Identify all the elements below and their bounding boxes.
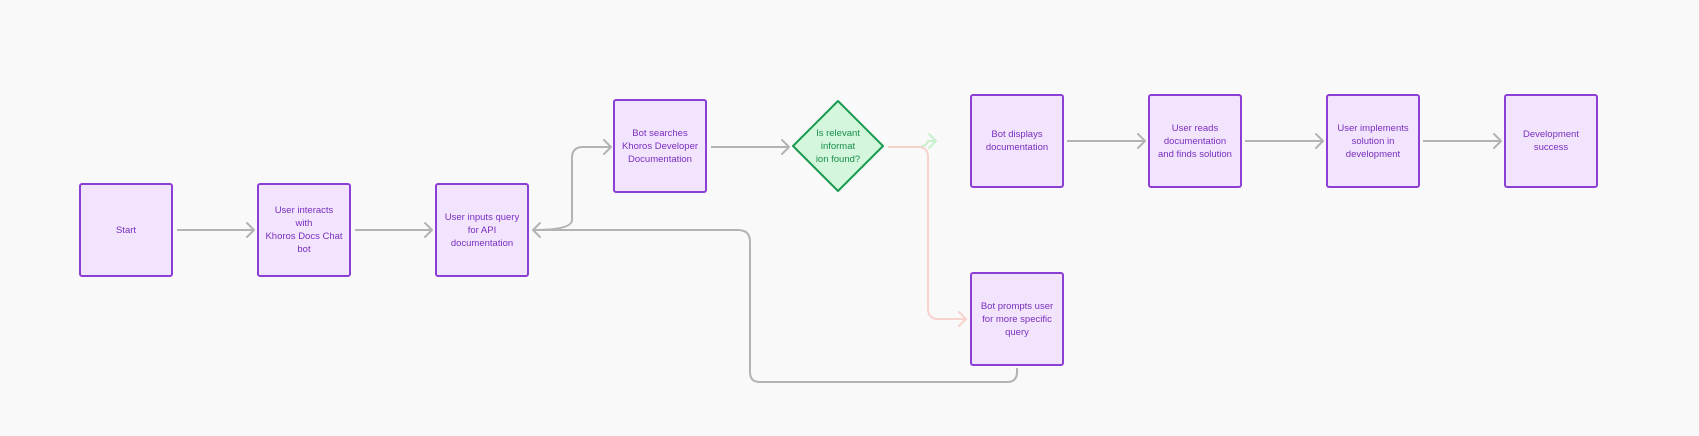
node-label: User inputs query for API documentation xyxy=(444,211,520,249)
arrowhead-input-to-search xyxy=(603,139,612,155)
arrowhead-prompt-to-input xyxy=(532,222,541,238)
arrowhead-start-to-interact xyxy=(246,222,255,238)
decision-diamond xyxy=(792,100,884,192)
arrowhead-search-to-decision xyxy=(781,139,790,155)
node-label: Development success xyxy=(1523,129,1579,153)
node-user-inputs-query[interactable]: User inputs query for API documentation xyxy=(435,183,529,277)
node-development-success[interactable]: Development success xyxy=(1504,94,1598,188)
arrowhead-interact-to-input xyxy=(424,222,433,238)
node-bot-searches[interactable]: Bot searches Khoros Developer Documentat… xyxy=(613,99,707,193)
node-user-interacts[interactable]: User interacts with Khoros Docs Chat bot xyxy=(257,183,351,277)
arrowhead-decision-to-prompt xyxy=(958,311,967,327)
node-label: Bot searches Khoros Developer Documentat… xyxy=(621,127,699,165)
node-user-implements[interactable]: User implements solution in development xyxy=(1326,94,1420,188)
node-label: Is relevant informat ion found? xyxy=(815,127,861,165)
node-bot-prompts[interactable]: Bot prompts user for more specific query xyxy=(970,272,1064,366)
node-start[interactable]: Start xyxy=(79,183,173,277)
node-label: User interacts with Khoros Docs Chat bot xyxy=(265,205,343,255)
node-label: User reads documentation and finds solut… xyxy=(1158,122,1232,160)
node-label: Bot displays documentation xyxy=(985,129,1049,153)
edge-input-to-search xyxy=(532,146,611,231)
edge-decision-to-prompt xyxy=(888,146,966,320)
node-user-reads[interactable]: User reads documentation and finds solut… xyxy=(1148,94,1242,188)
arrowhead-implement-to-success xyxy=(1493,133,1502,149)
arrowhead-read-to-implement xyxy=(1315,133,1324,149)
node-decision[interactable]: Is relevant informat ion found? xyxy=(791,99,885,193)
arrowhead-decision-to-display xyxy=(928,133,937,149)
arrowhead-display-to-read xyxy=(1137,133,1146,149)
edge-prompt-to-input xyxy=(533,229,1018,383)
node-label: User implements solution in development xyxy=(1337,122,1409,160)
node-bot-displays[interactable]: Bot displays documentation xyxy=(970,94,1064,188)
node-label: Bot prompts user for more specific query xyxy=(980,300,1054,338)
node-label: Start xyxy=(115,224,137,236)
